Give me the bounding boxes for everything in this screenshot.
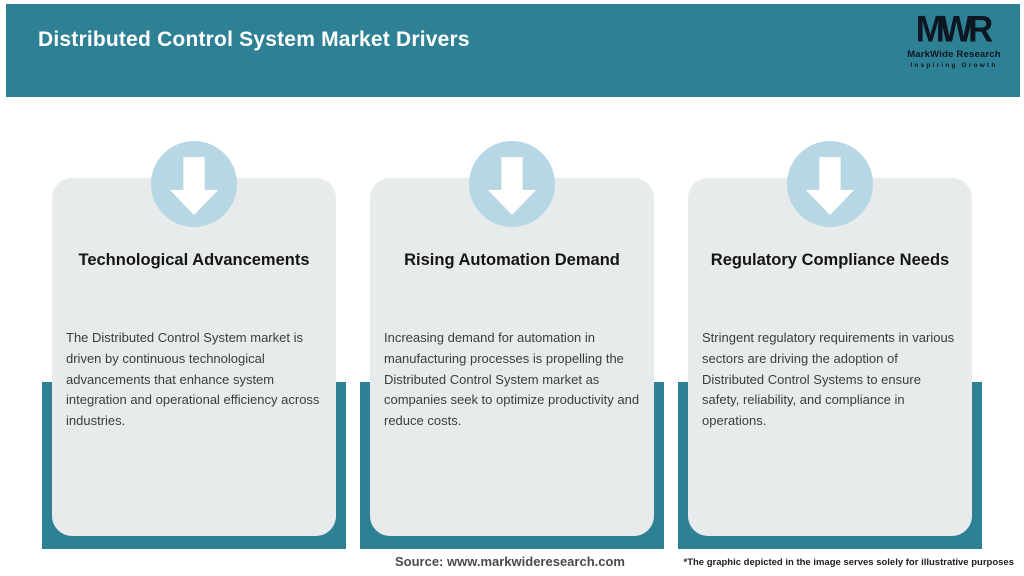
card-panel: Technological Advancements The Distribut…	[52, 141, 336, 536]
card-title: Technological Advancements	[78, 251, 310, 269]
source-attribution: Source: www.markwideresearch.com	[394, 554, 625, 569]
down-arrow-icon	[151, 141, 237, 227]
brand-logo: MWR MarkWide Research Inspiring Growth	[906, 9, 1002, 69]
logo-company-name: MarkWide Research	[907, 49, 1001, 60]
driver-card-technological-advancements: Technological Advancements The Distribut…	[42, 141, 346, 553]
driver-card-regulatory-compliance-needs: Regulatory Compliance Needs Stringent re…	[678, 141, 982, 553]
card-description: The Distributed Control System market is…	[66, 330, 320, 429]
driver-card-rising-automation-demand: Rising Automation Demand Increasing dema…	[360, 141, 664, 553]
card-description: Increasing demand for automation in manu…	[384, 330, 640, 429]
logo-tagline: Inspiring Growth	[910, 61, 998, 69]
card-description: Stringent regulatory requirements in var…	[702, 330, 955, 429]
card-panel: Rising Automation Demand Increasing dema…	[370, 141, 654, 536]
down-arrow-icon	[787, 141, 873, 227]
down-arrow-icon	[469, 141, 555, 227]
disclaimer-note: *The graphic depicted in the image serve…	[683, 557, 1015, 568]
mwr-logo-icon: MWR	[915, 9, 993, 50]
card-panel: Regulatory Compliance Needs Stringent re…	[688, 141, 972, 536]
card-title: Regulatory Compliance Needs	[710, 251, 950, 269]
drivers-row: Technological Advancements The Distribut…	[42, 141, 982, 553]
card-title: Rising Automation Demand	[404, 251, 620, 269]
page-title: Distributed Control System Market Driver…	[38, 28, 470, 51]
header-bar: Distributed Control System Market Driver…	[6, 4, 1020, 97]
